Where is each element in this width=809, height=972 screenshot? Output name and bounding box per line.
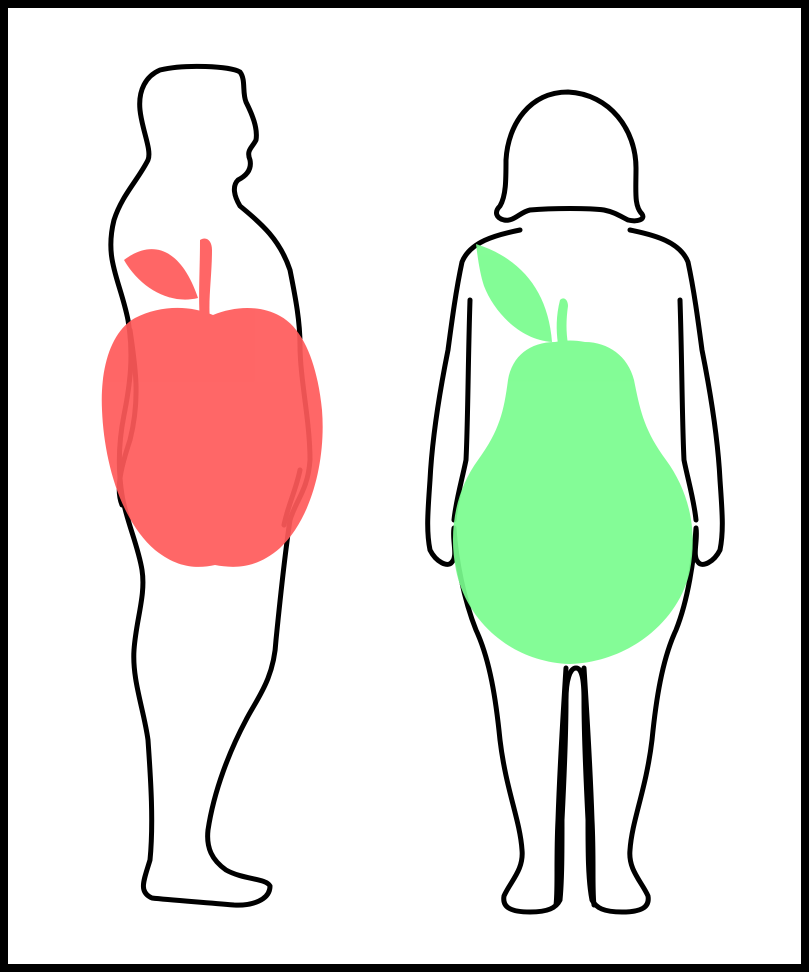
- illustration-canvas: [0, 0, 809, 972]
- body-shape-illustration: [0, 0, 809, 972]
